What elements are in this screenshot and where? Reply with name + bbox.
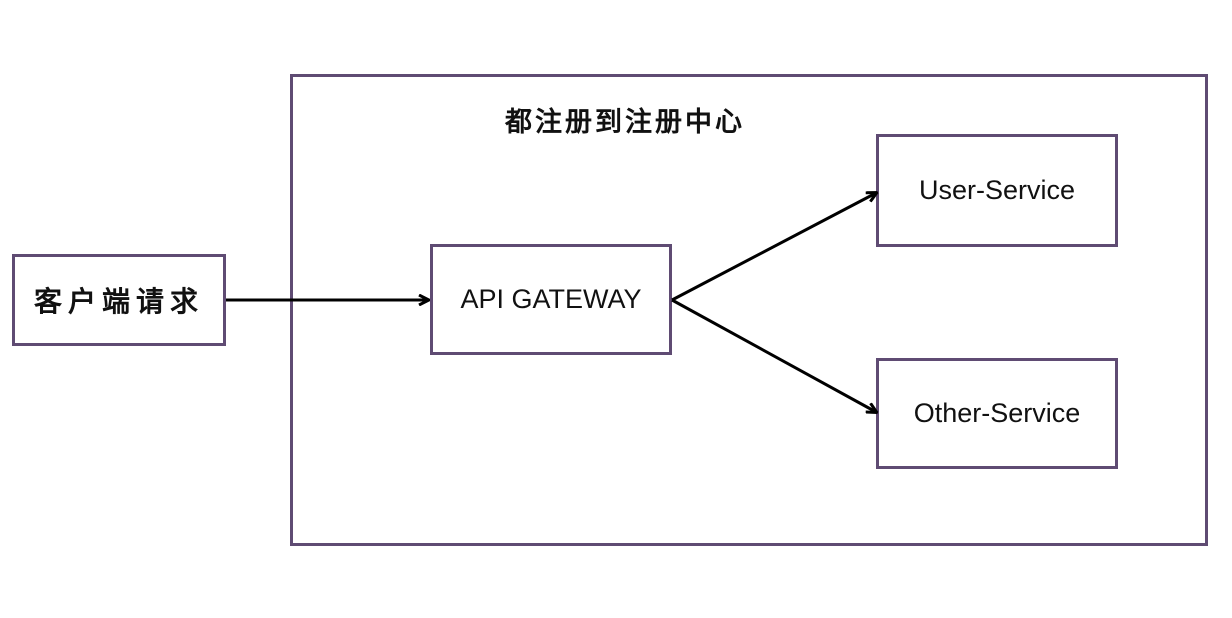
other-service-box: Other-Service — [876, 358, 1118, 469]
api-gateway-label: API GATEWAY — [460, 284, 642, 314]
user-service-box: User-Service — [876, 134, 1118, 247]
registry-title: 都注册到注册中心 — [505, 107, 745, 138]
api-gateway-box: API GATEWAY — [430, 244, 672, 355]
other-service-label: Other-Service — [913, 398, 1081, 428]
user-service-label: User-Service — [918, 175, 1076, 205]
client-request-label: 客户端请求 — [33, 285, 204, 318]
client-request-box: 客户端请求 — [12, 254, 226, 346]
